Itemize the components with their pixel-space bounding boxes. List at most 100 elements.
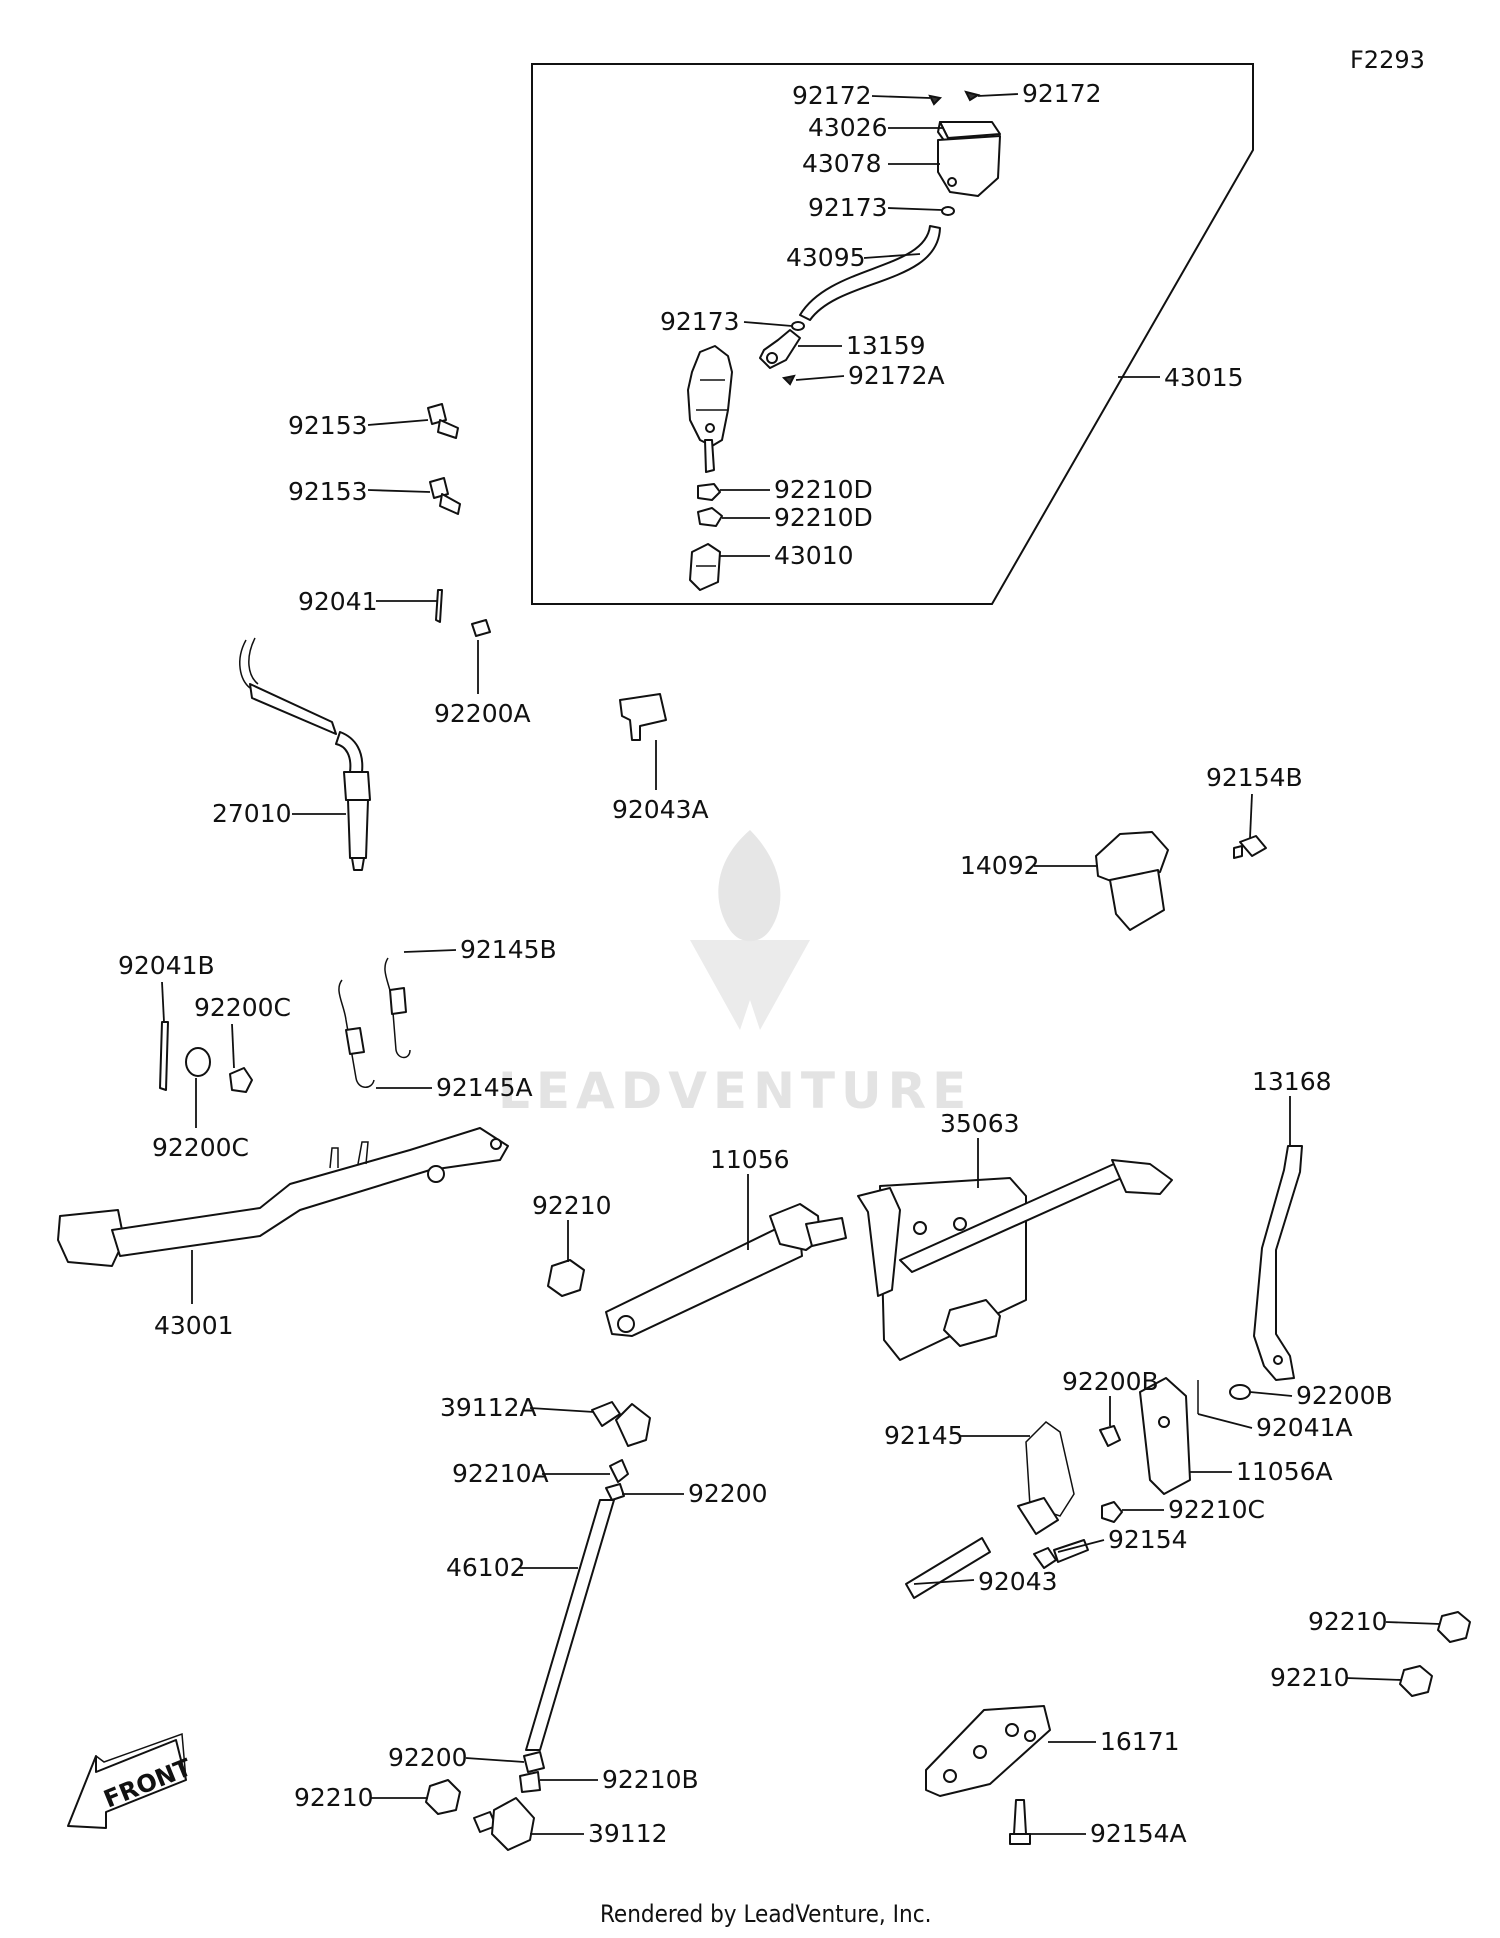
- watermark-text: LEADVENTURE: [498, 1062, 972, 1120]
- part-92210-nut-center[interactable]: [547, 1259, 585, 1297]
- part-43095-hose[interactable]: [799, 225, 941, 321]
- part-39112A-joint[interactable]: [591, 1401, 651, 1447]
- label-92172A: 92172A: [848, 361, 945, 390]
- part-13168-rod[interactable]: [1253, 1145, 1303, 1381]
- label-92145A: 92145A: [436, 1073, 533, 1102]
- part-27010-brake-switch[interactable]: [239, 637, 371, 871]
- label-92210-d: 92210: [1270, 1663, 1350, 1692]
- label-46102: 46102: [446, 1553, 526, 1582]
- label-92172-b: 92172: [1022, 79, 1102, 108]
- part-92210B-nut[interactable]: [519, 1771, 541, 1793]
- label-11056: 11056: [710, 1145, 790, 1174]
- label-92154B: 92154B: [1206, 763, 1303, 792]
- master-cylinder[interactable]: [687, 345, 733, 473]
- part-92210C-nut[interactable]: [1101, 1501, 1123, 1523]
- label-39112A: 39112A: [440, 1393, 537, 1422]
- part-92200C-washer-a[interactable]: [229, 1067, 253, 1093]
- label-92200-b: 92200: [388, 1743, 468, 1772]
- label-92210-a: 92210: [532, 1191, 612, 1220]
- label-35063: 35063: [940, 1109, 1020, 1138]
- part-92210A-nut[interactable]: [609, 1459, 629, 1483]
- figure-ref: F2293: [1350, 46, 1425, 74]
- label-43078: 43078: [802, 149, 882, 178]
- part-92154-bolt[interactable]: [1033, 1539, 1089, 1569]
- label-14092: 14092: [960, 851, 1040, 880]
- part-92200-nut-b[interactable]: [523, 1751, 545, 1773]
- label-92210-b: 92210: [294, 1783, 374, 1812]
- part-46102-rod[interactable]: [525, 1499, 615, 1751]
- label-39112: 39112: [588, 1819, 668, 1848]
- part-14092-cover[interactable]: [1095, 831, 1169, 931]
- label-13168: 13168: [1252, 1067, 1332, 1096]
- leader-lines: [161, 93, 1441, 1835]
- part-92043A-bracket[interactable]: [619, 693, 667, 741]
- label-92041A: 92041A: [1256, 1413, 1353, 1442]
- part-92210-nut-right-a[interactable]: [1437, 1611, 1471, 1643]
- label-92043: 92043: [978, 1567, 1058, 1596]
- part-92210-nut-right-b[interactable]: [1399, 1665, 1433, 1697]
- part-92210D-nut-a[interactable]: [697, 483, 721, 501]
- part-92145B-spring[interactable]: [384, 957, 411, 1059]
- part-92145-spring[interactable]: [1017, 1421, 1075, 1535]
- part-92041-pin[interactable]: [435, 589, 443, 623]
- part-13159-fitting[interactable]: [759, 329, 801, 369]
- part-43010-boot[interactable]: [689, 543, 721, 591]
- part-92200-nut-a[interactable]: [605, 1483, 625, 1501]
- label-92210B: 92210B: [602, 1765, 699, 1794]
- label-92210C: 92210C: [1168, 1495, 1265, 1524]
- label-92145B: 92145B: [460, 935, 557, 964]
- label-92200A: 92200A: [434, 699, 531, 728]
- label-92154A: 92154A: [1090, 1819, 1187, 1848]
- part-92200B-washer-b[interactable]: [1099, 1425, 1121, 1447]
- label-92041: 92041: [298, 587, 378, 616]
- part-92172-screw-b[interactable]: [964, 90, 981, 102]
- part-92200B-washer-a[interactable]: [1229, 1384, 1251, 1400]
- label-43001: 43001: [154, 1311, 234, 1340]
- label-92041B: 92041B: [118, 951, 215, 980]
- label-43010: 43010: [774, 541, 854, 570]
- label-92210-c: 92210: [1308, 1607, 1388, 1636]
- label-92210A: 92210A: [452, 1459, 549, 1488]
- footer-credit: Rendered by LeadVenture, Inc.: [600, 1900, 931, 1928]
- part-16171-plate[interactable]: [925, 1705, 1051, 1797]
- part-92210D-nut-b[interactable]: [697, 507, 723, 527]
- part-92153-bolt-a[interactable]: [427, 403, 459, 439]
- label-11056A: 11056A: [1236, 1457, 1333, 1486]
- watermark-logo: [690, 830, 810, 1030]
- label-92200B-a: 92200B: [1062, 1367, 1159, 1396]
- label-92145: 92145: [884, 1421, 964, 1450]
- label-92173-a: 92173: [808, 193, 888, 222]
- part-92145A-spring[interactable]: [338, 979, 375, 1088]
- label-92153-a: 92153: [288, 411, 368, 440]
- label-16171: 16171: [1100, 1727, 1180, 1756]
- part-11056-lever[interactable]: [605, 1203, 847, 1337]
- part-92041B-pin[interactable]: [159, 1021, 169, 1091]
- part-39112-joint[interactable]: [473, 1797, 535, 1851]
- part-92172-screw-a[interactable]: [928, 94, 943, 106]
- label-92200-a: 92200: [688, 1479, 768, 1508]
- part-92173-clamp-b[interactable]: [791, 321, 805, 331]
- label-43095: 43095: [786, 243, 866, 272]
- part-92154A-bolt[interactable]: [1009, 1799, 1031, 1845]
- label-92200B-b: 92200B: [1296, 1381, 1393, 1410]
- label-92200C-a: 92200C: [194, 993, 291, 1022]
- part-92172A-screw[interactable]: [781, 374, 796, 386]
- part-43001-brake-pedal[interactable]: [57, 1127, 509, 1267]
- front-direction-arrow: FRONT: [67, 1732, 196, 1829]
- part-11056A-lever[interactable]: [1139, 1377, 1191, 1495]
- part-92154B-bleeder[interactable]: [1233, 835, 1267, 859]
- part-43078-reservoir[interactable]: [937, 135, 1001, 197]
- part-92200A-washer[interactable]: [471, 619, 491, 637]
- label-92210D-b: 92210D: [774, 503, 873, 532]
- label-92173-b: 92173: [660, 307, 740, 336]
- label-92153-b: 92153: [288, 477, 368, 506]
- part-92200C-washer-b[interactable]: [185, 1047, 211, 1077]
- label-27010: 27010: [212, 799, 292, 828]
- label-43026: 43026: [808, 113, 888, 142]
- part-92153-bolt-b[interactable]: [429, 477, 461, 515]
- part-92210-nut-lower[interactable]: [425, 1779, 461, 1815]
- label-92154: 92154: [1108, 1525, 1188, 1554]
- part-35063-bracket[interactable]: [857, 1159, 1173, 1361]
- part-92173-clamp-a[interactable]: [941, 206, 955, 216]
